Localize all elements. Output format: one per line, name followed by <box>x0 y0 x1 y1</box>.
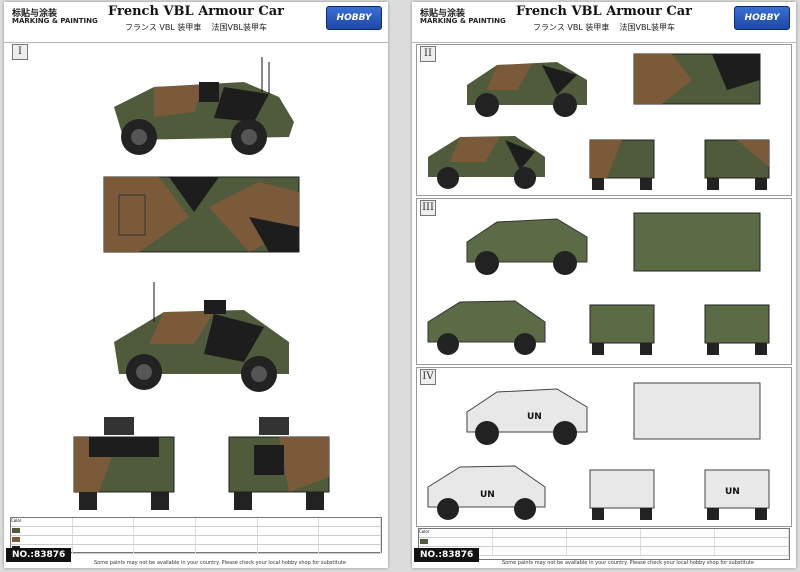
vehicle-front-view <box>589 139 655 190</box>
table-color-label: Color <box>11 518 73 526</box>
sheet-title: French VBL Armour Car <box>515 4 692 19</box>
table-cell <box>715 529 789 537</box>
table-cell <box>196 527 258 535</box>
color-swatch <box>12 528 20 533</box>
sheet-title: French VBL Armour Car <box>107 4 284 19</box>
header-en: MARKING & PAINTING <box>12 17 98 25</box>
instruction-sheet-left: 标贴与涂装 MARKING & PAINTING French VBL Armo… <box>4 2 388 568</box>
footer-note: Some paints may not be available in your… <box>502 560 754 566</box>
table-cell <box>493 547 567 555</box>
section-marker-i: I <box>12 44 28 60</box>
section-iv <box>416 367 792 527</box>
table-cell <box>567 529 641 537</box>
table-cell <box>73 545 135 553</box>
table-cell <box>419 538 493 546</box>
table-cell <box>319 518 382 526</box>
table-cell <box>73 527 135 535</box>
table-cell <box>715 547 789 555</box>
un-marking: UN <box>480 490 495 500</box>
section-marker-iv: IV <box>420 369 436 385</box>
table-cell <box>11 536 73 544</box>
vehicle-top-view <box>103 176 300 253</box>
vehicle-three-quarter-view <box>428 136 545 189</box>
sheet-subtitle: フランス VBL 装甲車 法国VBL装甲车 <box>412 22 796 33</box>
table-cell <box>258 527 320 535</box>
vehicle-rear-view <box>704 139 770 190</box>
un-marking: UN <box>527 412 542 422</box>
table-row <box>11 536 382 545</box>
hobbyboss-logo: HOBBY BOSS <box>326 6 382 45</box>
vehicle-front-view <box>589 304 655 355</box>
table-cell <box>567 547 641 555</box>
un-vehicle-three-quarter-view: UN <box>427 465 546 520</box>
table-cell <box>73 518 135 526</box>
vehicle-top-view <box>633 53 761 105</box>
paint-color-table: Color <box>10 517 382 554</box>
table-cell <box>641 529 715 537</box>
vehicle-three-quarter-view <box>427 300 546 355</box>
table-row <box>11 527 382 536</box>
header-cn: 标贴与涂装 <box>420 9 466 19</box>
sheet-header: 标贴与涂装 MARKING & PAINTING French VBL Armo… <box>412 2 796 45</box>
table-cell <box>196 545 258 553</box>
header-en: MARKING & PAINTING <box>420 17 506 25</box>
un-vehicle-rear-view: UN <box>704 469 770 520</box>
header-cn: 标贴与涂装 <box>12 9 58 19</box>
un-marking: UN <box>725 487 740 497</box>
table-cell <box>134 536 197 544</box>
color-swatch <box>420 539 428 544</box>
section-ii <box>416 44 792 196</box>
table-cell <box>196 536 258 544</box>
vehicle-top-view <box>633 212 761 272</box>
table-cell <box>134 527 197 535</box>
subtitle-cn: 法国VBL装甲车 <box>211 23 267 32</box>
table-cell <box>493 529 567 537</box>
table-cell <box>641 547 715 555</box>
section-iii <box>416 198 792 365</box>
subtitle-jp: フランス VBL 装甲車 <box>533 23 610 32</box>
table-cell <box>567 538 641 546</box>
vehicle-side-view <box>114 57 294 155</box>
un-vehicle-front-view <box>589 469 655 520</box>
table-cell <box>319 545 382 553</box>
table-color-label: Color <box>419 529 493 537</box>
table-cell <box>134 545 197 553</box>
sheet-subtitle: フランス VBL 装甲車 法国VBL装甲车 <box>4 22 388 33</box>
instruction-sheet-right: 标贴与涂装 MARKING & PAINTING French VBL Armo… <box>412 2 796 568</box>
table-cell <box>73 536 135 544</box>
table-cell <box>258 518 320 526</box>
un-vehicle-side-view: UN <box>466 388 588 445</box>
table-cell <box>493 538 567 546</box>
un-vehicle-top-view <box>633 382 761 440</box>
table-cell <box>319 527 382 535</box>
vehicle-side-view <box>467 62 587 117</box>
vehicle-rear-view <box>704 304 770 355</box>
table-row <box>419 538 789 547</box>
table-cell <box>319 536 382 544</box>
table-header-row: Color <box>11 518 382 527</box>
subtitle-jp: フランス VBL 装甲車 <box>125 23 202 32</box>
hobbyboss-logo: HOBBY BOSS <box>734 6 790 45</box>
product-number: NO.:83876 <box>6 548 72 562</box>
table-cell <box>258 545 320 553</box>
vehicle-front-view <box>73 417 175 510</box>
table-cell <box>134 518 197 526</box>
section-marker-ii: II <box>420 46 436 62</box>
table-cell <box>196 518 258 526</box>
section-marker-iii: III <box>420 200 436 216</box>
vehicle-three-quarter-view <box>114 282 289 392</box>
vehicle-rear-view <box>228 417 330 510</box>
vehicle-side-view <box>466 218 588 275</box>
table-cell <box>258 536 320 544</box>
table-cell <box>11 527 73 535</box>
table-header-row: Color <box>419 529 789 538</box>
footer-note: Some paints may not be available in your… <box>94 560 346 566</box>
sheet-header: 标贴与涂装 MARKING & PAINTING French VBL Armo… <box>4 2 388 45</box>
subtitle-cn: 法国VBL装甲车 <box>619 23 675 32</box>
table-cell <box>715 538 789 546</box>
table-cell <box>641 538 715 546</box>
color-swatch <box>12 537 20 542</box>
product-number: NO.:83876 <box>414 548 480 562</box>
